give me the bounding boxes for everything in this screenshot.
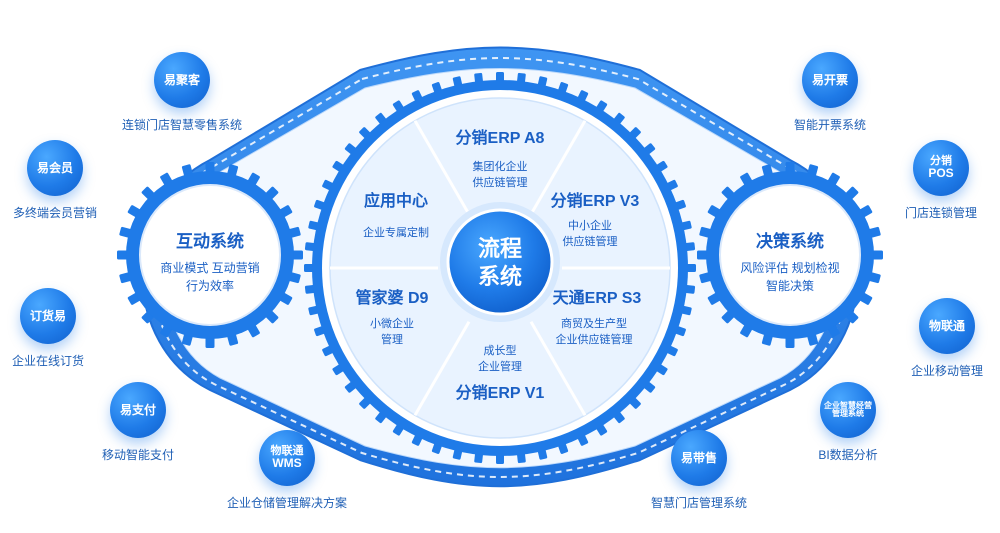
wheel-divider (529, 320, 587, 416)
satellite-yizhifu[interactable]: 易支付 移动智能支付 (58, 382, 218, 463)
sector-desc: 企业专属定制 (363, 225, 429, 239)
right-gear-line1: 风险评估 规划检视 (740, 260, 839, 275)
satellite-bi[interactable]: 企业智慧经营 管理系统 BI数据分析 (768, 382, 928, 463)
sector-title: 分销ERP A8 (456, 128, 545, 147)
yikaipiao-icon: 易开票 (802, 52, 858, 108)
satellite-yijuke[interactable]: 易聚客 连锁门店智慧零售系统 (102, 52, 262, 133)
satellite-caption: 移动智能支付 (101, 448, 174, 462)
dinghuoyi-icon: 订货易 (20, 288, 76, 344)
satellite-caption: 智慧门店管理系统 (650, 496, 747, 510)
yidaishou-icon: 易带售 (671, 430, 727, 486)
sector-desc: 供应链管理 (473, 175, 528, 189)
satellite-caption: 企业在线订货 (11, 354, 84, 368)
wheel-spokes (330, 120, 670, 416)
sector-d9: 管家婆 D9 小微企业 管理 (356, 288, 429, 346)
pos-icon: 分销 POS (913, 140, 969, 196)
sector-desc: 管理 (381, 332, 403, 346)
satellite-yihuiyuan[interactable]: 易会员 多终端会员营销 (0, 140, 135, 221)
wheel-divider (413, 320, 471, 416)
sector-a8: 分销ERP A8 集团化企业 供应链管理 (456, 128, 545, 189)
satellite-pos[interactable]: 分销 POS 门店连锁管理 (861, 140, 1000, 221)
wuliantong-icon: 物联通 (919, 298, 975, 354)
sector-desc: 企业供应链管理 (556, 332, 633, 346)
left-gear-title: 互动系统 (176, 231, 244, 251)
hub-line1: 流程 (478, 236, 522, 261)
satellite-wms[interactable]: 物联通 WMS 企业仓储管理解决方案 (207, 430, 367, 511)
yizhifu-icon: 易支付 (110, 382, 166, 438)
sector-v3: 分销ERP V3 中小企业 供应链管理 (551, 191, 640, 248)
satellite-caption: 连锁门店智慧零售系统 (121, 118, 242, 132)
sector-v1: 成长型 企业管理 分销ERP V1 (456, 343, 545, 402)
sector-desc: 成长型 (484, 343, 517, 357)
left-gear-line2: 行为效率 (186, 278, 234, 293)
bi-icon: 企业智慧经营 管理系统 (820, 382, 876, 438)
satellite-yikaipiao[interactable]: 易开票 智能开票系统 (750, 52, 910, 133)
satellite-caption: BI数据分析 (818, 448, 878, 462)
hub-line2: 系统 (478, 264, 522, 289)
right-gear-face (719, 184, 861, 326)
sector-desc: 中小企业 (568, 218, 612, 232)
sector-title: 应用中心 (364, 191, 428, 210)
sector-title: 管家婆 D9 (356, 288, 429, 307)
sector-desc: 企业管理 (478, 359, 522, 373)
sector-app-center: 应用中心 企业专属定制 (363, 191, 429, 239)
satellite-caption: 多终端会员营销 (12, 206, 97, 220)
sector-desc: 小微企业 (370, 316, 414, 330)
satellite-yidaishou[interactable]: 易带售 智慧门店管理系统 (619, 430, 779, 511)
right-gear-line2: 智能决策 (766, 278, 814, 293)
sector-title: 分销ERP V3 (551, 191, 640, 210)
hub-circle (446, 208, 554, 316)
sector-title: 天通ERP S3 (553, 289, 642, 307)
satellite-caption: 企业仓储管理解决方案 (226, 496, 347, 510)
sector-desc: 商贸及生产型 (561, 316, 627, 330)
satellite-wuliantong[interactable]: 物联通 企业移动管理 (867, 298, 1000, 379)
satellite-dinghuoyi[interactable]: 订货易 企业在线订货 (0, 288, 128, 369)
left-gear-face (139, 184, 281, 326)
wheel-divider (413, 120, 471, 216)
belt-dashes (151, 57, 849, 478)
satellite-caption: 企业移动管理 (910, 364, 983, 378)
yihuiyuan-icon: 易会员 (27, 140, 83, 196)
wms-icon: 物联通 WMS (259, 430, 315, 486)
yijuke-icon: 易聚客 (154, 52, 210, 108)
sector-desc: 供应链管理 (563, 234, 618, 248)
right-gear-title: 决策系统 (756, 231, 824, 251)
sector-s3: 天通ERP S3 商贸及生产型 企业供应链管理 (553, 289, 642, 346)
satellite-caption: 智能开票系统 (793, 118, 866, 132)
wheel-divider (529, 120, 587, 216)
sector-title: 分销ERP V1 (456, 383, 545, 402)
left-gear-line1: 商业模式 互动营销 (160, 260, 259, 275)
satellite-caption: 门店连锁管理 (904, 206, 977, 220)
sector-desc: 集团化企业 (473, 159, 528, 173)
